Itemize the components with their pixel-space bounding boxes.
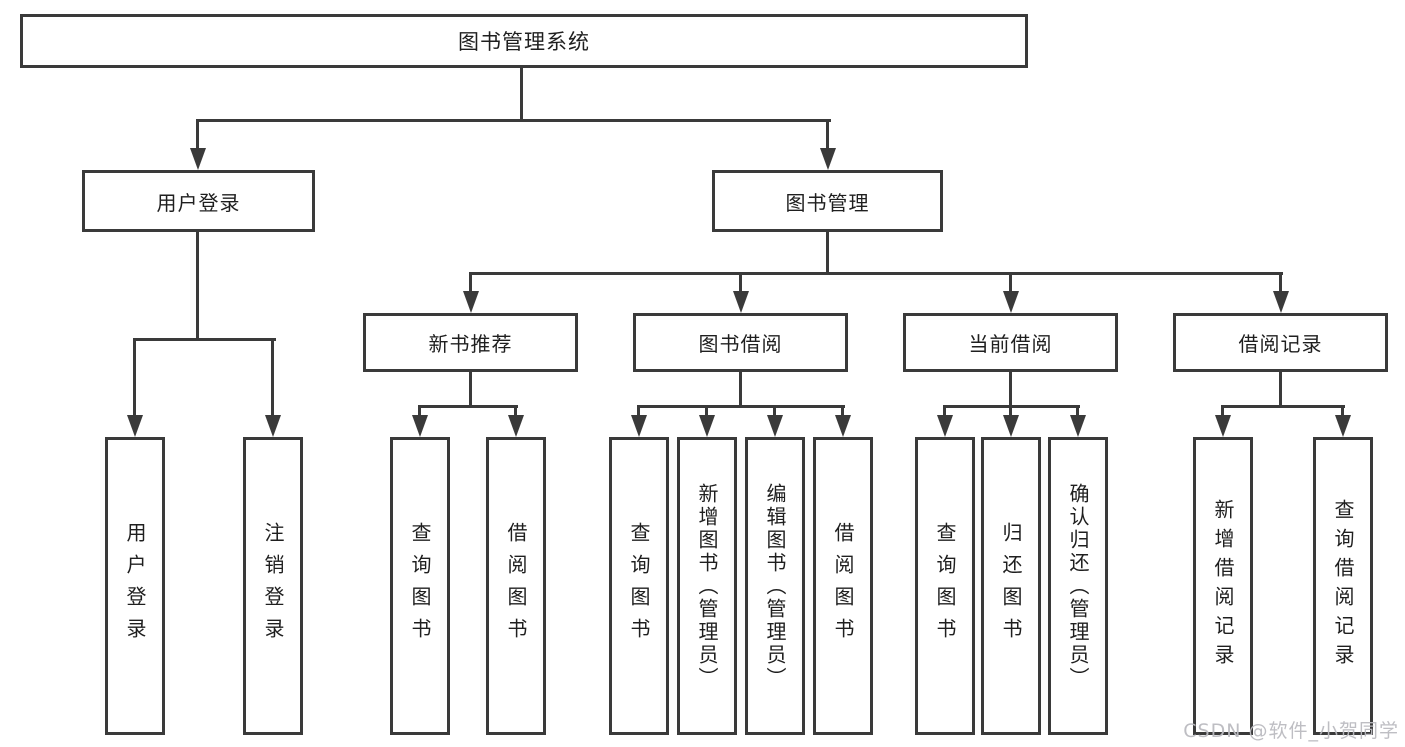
node-book-borrowing-label: 图书借阅 <box>698 332 783 356</box>
connector-line <box>469 272 472 296</box>
leaf-edit-book-admin: 编辑图书（管理员） <box>745 437 805 735</box>
node-user-login-label: 用户登录 <box>156 190 241 215</box>
leaf-borrow-books-recommend: 借阅图书 <box>486 437 546 735</box>
connector-line <box>773 405 776 421</box>
connector-line <box>1221 405 1224 421</box>
leaf-add-borrow-record: 新增借阅记录 <box>1193 437 1253 735</box>
arrow-down-icon <box>265 415 281 437</box>
arrow-down-icon <box>127 415 143 437</box>
leaf-borrow-books-borrowing: 借阅图书 <box>813 437 873 735</box>
connector-line <box>826 119 829 153</box>
leaf-query-books-borrowing-label: 查询图书 <box>627 522 651 650</box>
leaf-query-books-recommend: 查询图书 <box>390 437 450 735</box>
arrow-down-icon <box>412 415 428 437</box>
arrow-down-icon <box>1273 291 1289 313</box>
arrow-down-icon <box>1215 415 1231 437</box>
connector-line <box>826 232 829 275</box>
leaf-user-login: 用户登录 <box>105 437 165 735</box>
connector-line <box>418 405 518 408</box>
arrow-down-icon <box>733 291 749 313</box>
node-new-book-recommend-label: 新书推荐 <box>428 332 513 356</box>
arrow-down-icon <box>767 415 783 437</box>
node-current-borrowing: 当前借阅 <box>903 313 1118 372</box>
arrow-down-icon <box>835 415 851 437</box>
connector-line <box>637 405 845 408</box>
connector-line <box>705 405 708 421</box>
leaf-add-book-admin-label: 新增图书（管理员） <box>695 482 719 690</box>
node-book-management: 图书管理 <box>712 170 943 232</box>
connector-line <box>1221 405 1345 408</box>
node-user-login: 用户登录 <box>82 170 315 232</box>
leaf-add-book-admin: 新增图书（管理员） <box>677 437 737 735</box>
arrow-down-icon <box>1003 415 1019 437</box>
arrow-down-icon <box>1335 415 1351 437</box>
connector-line <box>739 272 742 296</box>
arrow-down-icon <box>699 415 715 437</box>
connector-line <box>1009 405 1012 421</box>
node-current-borrowing-label: 当前借阅 <box>968 332 1053 356</box>
node-new-book-recommend: 新书推荐 <box>363 313 578 372</box>
leaf-query-borrow-record: 查询借阅记录 <box>1313 437 1373 735</box>
arrow-down-icon <box>631 415 647 437</box>
csdn-watermark: CSDN @软件_小贺同学 <box>1183 720 1399 742</box>
connector-line <box>1009 272 1012 296</box>
arrow-down-icon <box>463 291 479 313</box>
leaf-return-book-label: 归还图书 <box>999 522 1023 650</box>
node-borrow-records: 借阅记录 <box>1173 313 1388 372</box>
connector-line <box>739 372 742 408</box>
leaf-edit-book-admin-label: 编辑图书（管理员） <box>763 482 787 690</box>
connector-line <box>637 405 640 421</box>
leaf-query-books-current-label: 查询图书 <box>933 522 957 650</box>
connector-line <box>943 405 946 421</box>
leaf-query-books-borrowing: 查询图书 <box>609 437 669 735</box>
leaf-add-borrow-record-label: 新增借阅记录 <box>1211 499 1235 673</box>
node-book-borrowing: 图书借阅 <box>633 313 848 372</box>
arrow-down-icon <box>1003 291 1019 313</box>
leaf-confirm-return-admin-label: 确认归还（管理员） <box>1066 482 1090 690</box>
connector-line <box>1009 372 1012 408</box>
connector-line <box>1279 272 1282 296</box>
leaf-confirm-return-admin: 确认归还（管理员） <box>1048 437 1108 735</box>
connector-line <box>520 68 523 122</box>
node-library-system: 图书管理系统 <box>20 14 1028 68</box>
arrow-down-icon <box>190 148 206 170</box>
connector-line <box>469 272 1283 275</box>
leaf-borrow-books-recommend-label: 借阅图书 <box>504 522 528 650</box>
leaf-return-book: 归还图书 <box>981 437 1041 735</box>
connector-line <box>133 338 136 418</box>
leaf-query-books-recommend-label: 查询图书 <box>408 522 432 650</box>
connector-line <box>418 405 421 421</box>
connector-line <box>841 405 844 421</box>
leaf-logout-label: 注销登录 <box>261 522 285 650</box>
node-borrow-records-label: 借阅记录 <box>1238 332 1323 356</box>
connector-line <box>271 338 274 418</box>
connector-line <box>133 338 276 341</box>
connector-line <box>469 372 472 408</box>
node-book-management-label: 图书管理 <box>785 190 870 215</box>
connector-line <box>1341 405 1344 421</box>
connector-line <box>1279 372 1282 408</box>
connector-line <box>514 405 517 421</box>
arrow-down-icon <box>508 415 524 437</box>
connector-line <box>196 119 199 153</box>
leaf-borrow-books-borrowing-label: 借阅图书 <box>831 522 855 650</box>
connector-line <box>196 232 199 341</box>
leaf-user-login-label: 用户登录 <box>123 522 147 650</box>
arrow-down-icon <box>1070 415 1086 437</box>
connector-line <box>196 119 831 122</box>
arrow-down-icon <box>820 148 836 170</box>
leaf-query-borrow-record-label: 查询借阅记录 <box>1331 499 1355 673</box>
connector-line <box>1076 405 1079 421</box>
node-library-system-label: 图书管理系统 <box>458 30 590 54</box>
leaf-logout: 注销登录 <box>243 437 303 735</box>
arrow-down-icon <box>937 415 953 437</box>
leaf-query-books-current: 查询图书 <box>915 437 975 735</box>
